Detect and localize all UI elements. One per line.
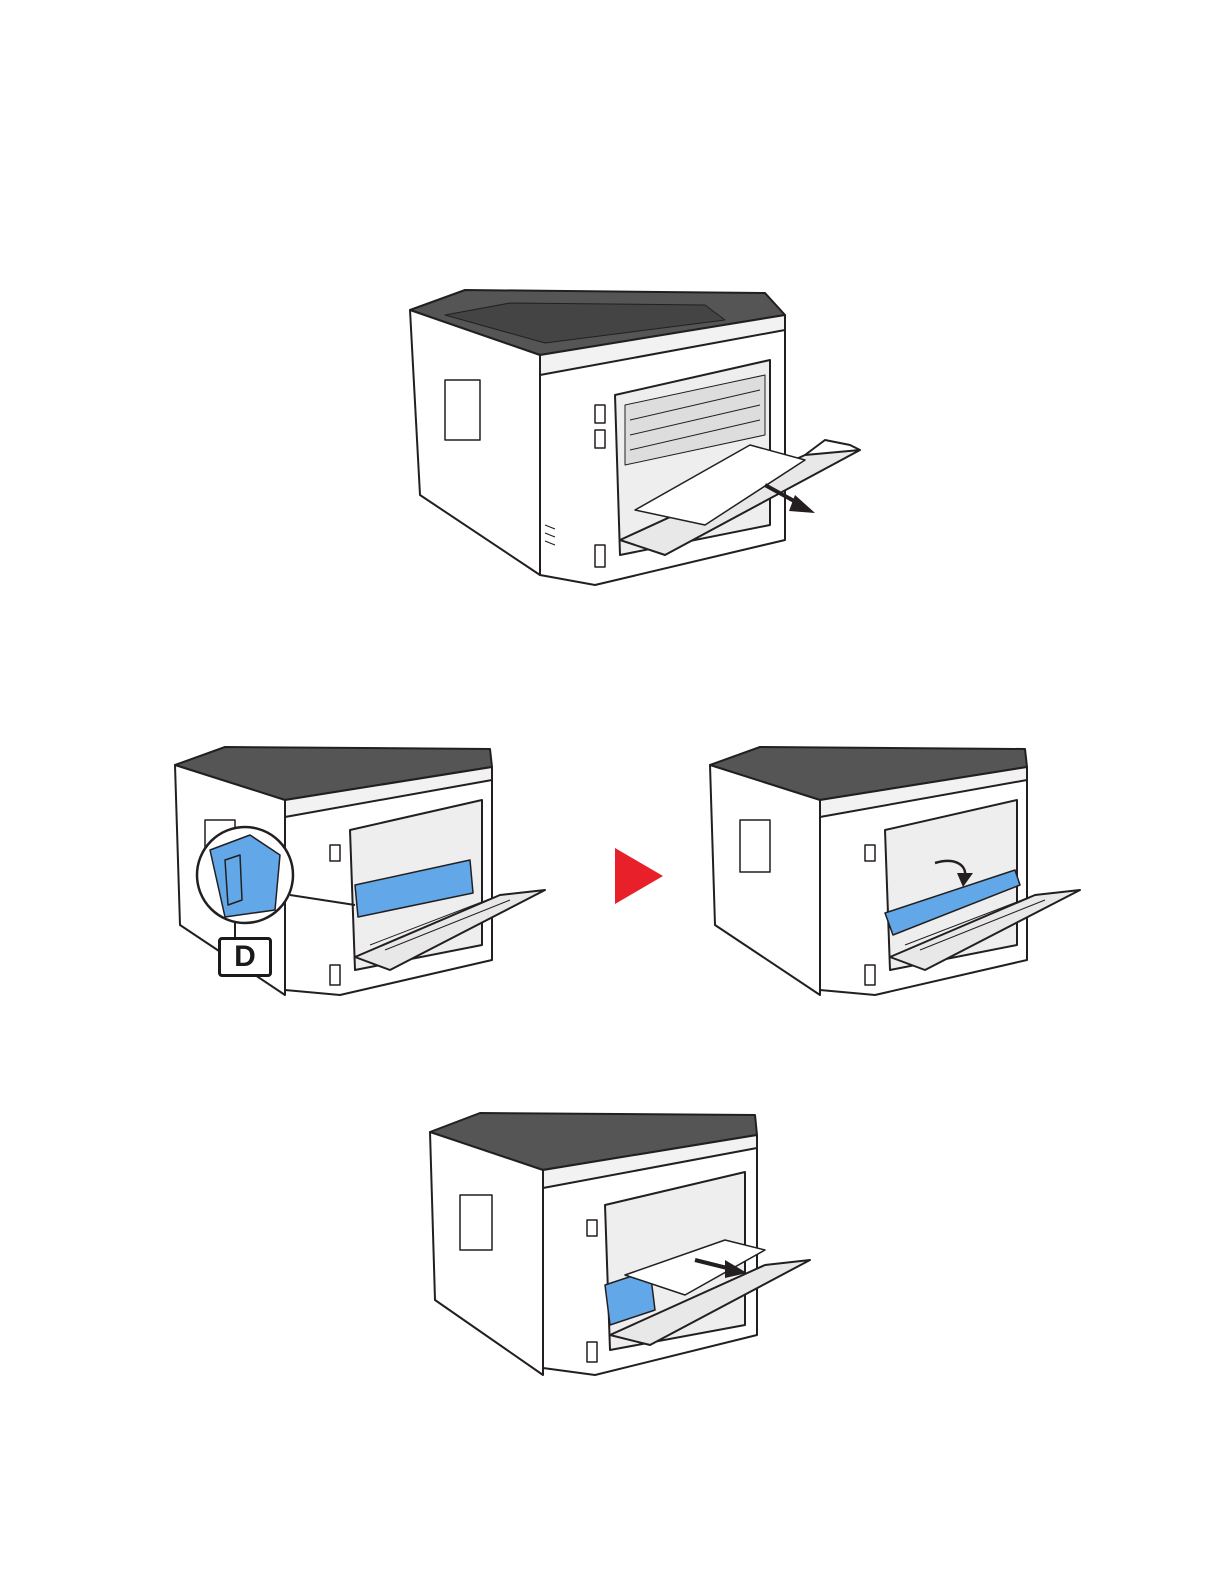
printer-fuser-cover-lowered-illustration bbox=[705, 745, 1090, 1010]
printer-illustration-4 bbox=[425, 1110, 825, 1385]
pull-arrow-icon bbox=[789, 495, 815, 513]
printer-remove-jammed-paper-illustration bbox=[405, 285, 865, 590]
printer-illustration-1 bbox=[405, 285, 865, 590]
callout-label: D bbox=[218, 937, 272, 977]
printer-remove-paper-with-cover-illustration bbox=[425, 1110, 825, 1385]
play-triangle-icon bbox=[615, 848, 663, 904]
printer-illustration-3 bbox=[705, 745, 1090, 1010]
